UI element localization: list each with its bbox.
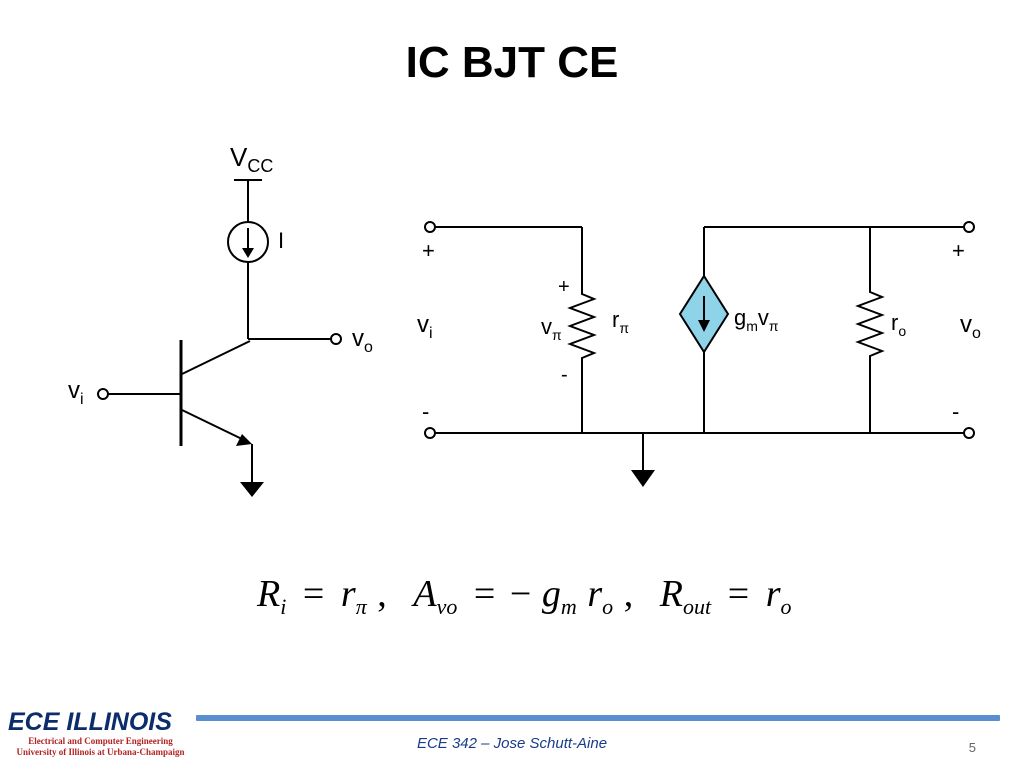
- vi-minus-sign: -: [422, 399, 429, 424]
- ece-illinois-logo: ECE ILLINOIS Electrical and Computer Eng…: [8, 708, 193, 758]
- vpi-minus-sign: -: [561, 364, 568, 386]
- vi-plus-sign: +: [422, 238, 435, 263]
- ro-resistor: [855, 227, 885, 433]
- logo-department: Electrical and Computer Engineering: [28, 736, 173, 746]
- rpi-label: rπ: [612, 307, 629, 336]
- vi-minus-terminal[interactable]: [424, 427, 436, 439]
- vo-plus-terminal[interactable]: [963, 221, 975, 233]
- vo-label-left: vo: [352, 325, 373, 356]
- vo-minus-terminal[interactable]: [963, 427, 975, 439]
- vi-terminal[interactable]: [97, 388, 109, 400]
- vi-label-left: vi: [68, 377, 84, 408]
- vcc-label: VCC: [230, 142, 273, 176]
- slide-title: IC BJT CE: [405, 38, 619, 87]
- equation: Ri = rπ , Avo = − gm ro , Rout = ro: [256, 573, 791, 623]
- ground-left-icon: [240, 482, 264, 497]
- emitter-lead: [181, 409, 245, 441]
- footer-accent-bar: [196, 715, 1000, 721]
- ground-right-icon: [631, 470, 655, 487]
- vo-terminal[interactable]: [330, 333, 342, 345]
- emitter-arrow-icon: [236, 434, 252, 446]
- dependent-source-arrow-icon: [698, 320, 710, 332]
- current-label: I: [278, 228, 284, 253]
- vi-label-right: vi: [417, 311, 433, 342]
- left-circuit: [97, 179, 342, 497]
- current-arrow-head: [242, 248, 254, 258]
- ro-label: ro: [891, 310, 906, 339]
- logo-wordmark: ECE ILLINOIS: [8, 708, 172, 736]
- footer-course-author: ECE 342 – Jose Schutt-Aine: [416, 735, 608, 752]
- vo-minus-sign: -: [952, 399, 959, 424]
- vpi-label: vπ: [541, 314, 562, 343]
- rpi-resistor: [567, 227, 597, 433]
- vo-label-right: vo: [960, 311, 981, 342]
- vpi-plus-sign: +: [558, 276, 570, 298]
- vi-plus-terminal[interactable]: [424, 221, 436, 233]
- gm-vpi-label: gmvπ: [734, 305, 779, 334]
- vo-plus-sign: +: [952, 238, 965, 263]
- page-number: 5: [968, 740, 976, 755]
- logo-university: University of Illinois at Urbana-Champai…: [16, 747, 185, 757]
- right-circuit: [424, 221, 975, 470]
- collector-lead: [181, 340, 251, 375]
